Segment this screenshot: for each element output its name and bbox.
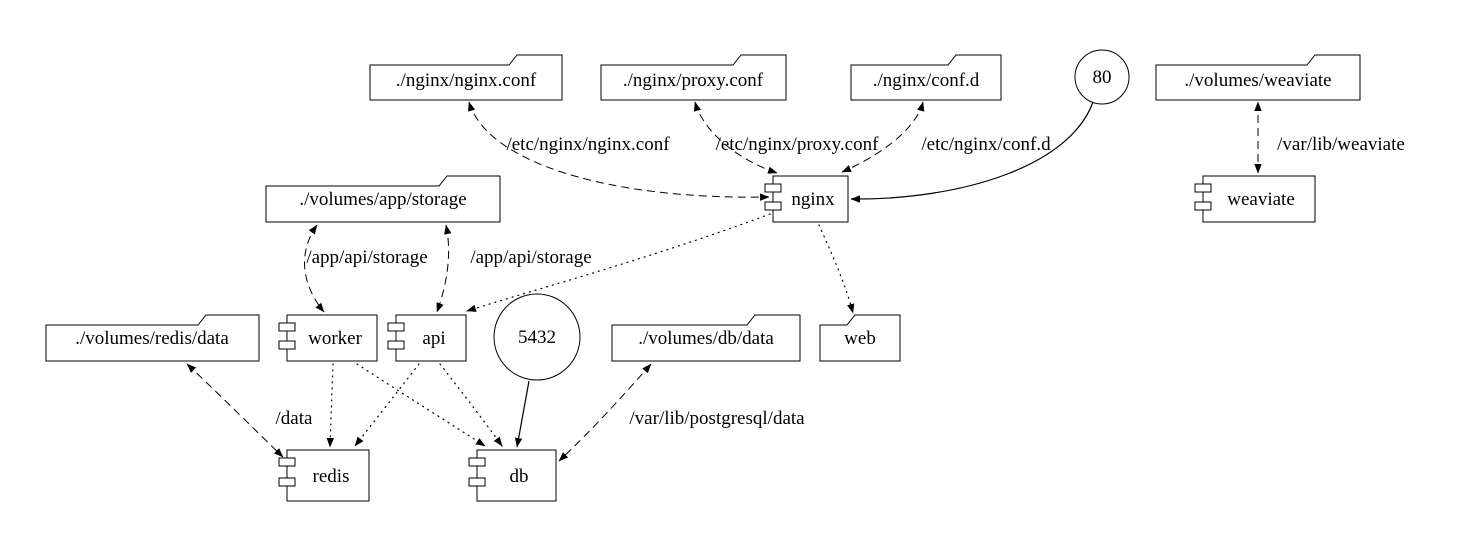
node-label: worker (308, 328, 362, 349)
edge-mount-redis-data (186, 363, 284, 458)
node-service-db: db (468, 449, 557, 502)
node-label: web (844, 328, 876, 349)
component-tab-icon (764, 201, 782, 211)
component-box (286, 449, 370, 502)
component-tab-icon (764, 183, 782, 193)
port-circle (493, 293, 581, 381)
edge-port-5432 (514, 380, 530, 448)
component-box (1202, 175, 1316, 223)
node-label: ./volumes/weaviate (1184, 70, 1331, 91)
component-tab-icon (278, 322, 296, 332)
node-label: weaviate (1227, 189, 1295, 210)
port-circle (1074, 49, 1130, 105)
node-label: ./volumes/app/storage (299, 189, 466, 210)
component-tab-icon (387, 340, 405, 350)
folder-icon (265, 175, 501, 223)
edge-dep-api-db (439, 363, 503, 447)
nodes-layer: ./nginx/nginx.conf ./nginx/proxy.conf ./… (45, 49, 1361, 502)
node-port-80: 80 (1074, 49, 1130, 105)
node-service-worker: worker (278, 314, 378, 362)
node-label: 5432 (518, 327, 556, 348)
edge-mount-proxy-conf (693, 101, 778, 174)
folder-icon (611, 314, 801, 362)
node-label: ./nginx/nginx.conf (396, 70, 537, 91)
component-tab-icon (468, 457, 486, 467)
node-label: ./nginx/conf.d (873, 70, 980, 91)
folder-icon (45, 314, 260, 362)
edge-label-mount-confd: /etc/nginx/conf.d (921, 134, 1051, 155)
node-label: ./nginx/proxy.conf (623, 70, 764, 91)
edge-label-mount-nginx-conf: /etc/nginx/nginx.conf (506, 134, 670, 155)
folder-icon (850, 54, 1002, 101)
node-label: ./volumes/redis/data (75, 328, 229, 349)
node-label: 80 (1093, 67, 1112, 88)
edge-dep-worker-db (356, 363, 486, 447)
node-folder-proxy-conf: ./nginx/proxy.conf (600, 54, 787, 101)
component-tab-icon (278, 477, 296, 487)
node-folder-redis-data: ./volumes/redis/data (45, 314, 260, 362)
edge-label-mount-storage-api: /app/api/storage (470, 247, 591, 268)
edge-mount-storage-api (436, 224, 452, 313)
folder-icon (369, 54, 563, 101)
edge-label-mount-proxy-conf: /etc/nginx/proxy.conf (716, 134, 880, 155)
component-tab-icon (1194, 183, 1212, 193)
component-tab-icon (1194, 201, 1212, 211)
edge-mount-nginx-conf (468, 101, 770, 201)
node-label: api (422, 328, 445, 349)
node-service-weaviate: weaviate (1194, 175, 1316, 223)
node-folder-nginx-conf: ./nginx/nginx.conf (369, 54, 563, 101)
node-service-api: api (387, 314, 467, 362)
edge-mount-confd (841, 101, 925, 173)
node-folder-weaviate-volume: ./volumes/weaviate (1155, 54, 1361, 101)
component-tab-icon (278, 340, 296, 350)
node-label: nginx (791, 189, 835, 210)
component-box (395, 314, 467, 362)
edge-dep-api-redis (354, 363, 420, 447)
component-tab-icon (387, 322, 405, 332)
edges-layer (186, 101, 1262, 462)
node-label: ./volumes/db/data (638, 328, 774, 349)
component-box (772, 175, 849, 223)
edge-label-mount-storage-worker: /app/api/storage (306, 247, 427, 268)
component-tab-icon (278, 457, 296, 467)
edge-label-mount-weaviate: /var/lib/weaviate (1277, 134, 1405, 155)
edge-port-80 (850, 101, 1094, 203)
edge-label-mount-redis-data: /data (276, 408, 313, 429)
edge-label-mount-db-data: /var/lib/postgresql/data (629, 408, 805, 429)
node-folder-confd: ./nginx/conf.d (850, 54, 1002, 101)
edge-dep-worker-redis (326, 363, 335, 448)
edge-mount-storage-worker (304, 224, 325, 313)
component-tab-icon (468, 477, 486, 487)
component-box (476, 449, 557, 502)
node-folder-app-storage: ./volumes/app/storage (265, 175, 501, 223)
edge-dep-nginx-api (466, 213, 771, 312)
edge-mount-db-data (558, 363, 652, 462)
node-label: db (510, 466, 529, 487)
folder-icon (819, 314, 901, 362)
node-folder-web: web (819, 314, 901, 362)
node-label: redis (313, 466, 350, 487)
folder-icon (600, 54, 787, 101)
folder-icon (1155, 54, 1361, 101)
node-folder-db-data: ./volumes/db/data (611, 314, 801, 362)
node-service-nginx: nginx (764, 175, 849, 223)
component-box (286, 314, 378, 362)
edge-labels-layer: /etc/nginx/nginx.conf /etc/nginx/proxy.c… (276, 134, 1405, 429)
edge-dep-nginx-web (818, 224, 855, 314)
node-port-5432: 5432 (493, 293, 581, 381)
node-service-redis: redis (278, 449, 370, 502)
